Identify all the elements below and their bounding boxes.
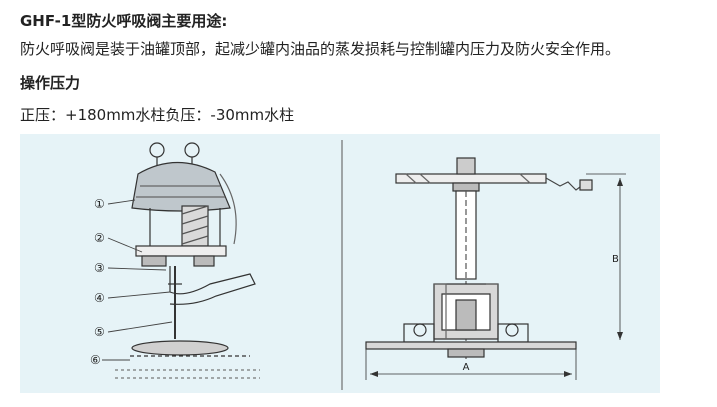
callout-4: ④	[94, 291, 105, 305]
top-bar	[395, 173, 547, 184]
section-title: 操作压力	[20, 74, 81, 92]
callout-2: ②	[94, 231, 105, 245]
valve-elevation-view: A B	[365, 157, 626, 380]
callout-6: ⑥	[90, 353, 101, 367]
callout-3: ③	[94, 261, 105, 275]
valve-hood	[131, 161, 231, 212]
description-text: 防火呼吸阀是装于油罐顶部，起减少罐内油品的蒸发损耗与控制罐内压力及防火安全作用。	[20, 40, 621, 58]
base-plate	[131, 340, 229, 356]
callout-1: ①	[94, 197, 105, 211]
technical-drawing: ① ② ③ ④ ⑤ ⑥	[20, 134, 660, 393]
lifting-eye-left	[149, 142, 165, 158]
dimension-a-label: A	[463, 362, 470, 373]
valve-section-view: ① ② ③ ④ ⑤ ⑥	[90, 142, 260, 379]
pressure-text: 正压：+180mm水柱负压：-30mm水柱	[20, 106, 295, 124]
page-heading: GHF-1型防火呼吸阀主要用途:	[20, 12, 228, 30]
lifting-eye-right	[184, 142, 200, 158]
dimension-b-label: B	[612, 254, 619, 265]
base-plate-right	[365, 341, 577, 350]
callout-5: ⑤	[94, 325, 105, 339]
valve-flange	[135, 245, 227, 257]
